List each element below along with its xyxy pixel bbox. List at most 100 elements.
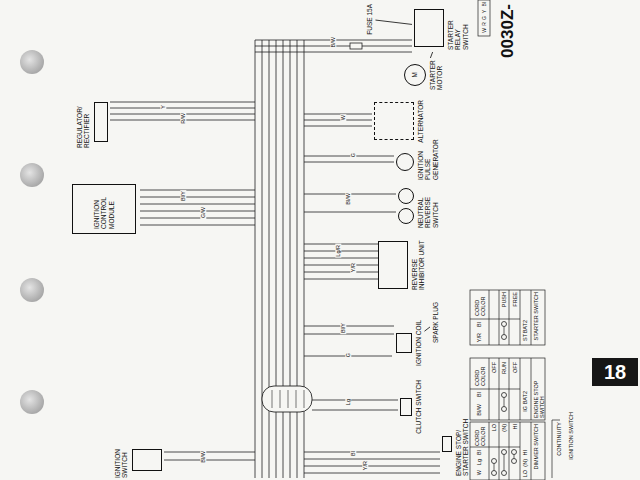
table-text: OFF	[512, 362, 518, 373]
pulse-generator: IGNITION PULSE GENERATOR	[394, 142, 441, 182]
table-text: Bl	[476, 322, 482, 327]
spark-plug: SPARK PLUG	[430, 300, 441, 345]
table-text: Y/R	[476, 333, 482, 342]
clutch-switch: CLUTCH SWITCH	[398, 378, 424, 436]
table-text: IG	[522, 406, 528, 412]
component-name: ENGINE STOP/ STARTER SWITCH	[455, 412, 470, 476]
relay-switch: STARTER RELAY SWITCH	[412, 4, 471, 52]
table-text: Bl	[482, 2, 488, 6]
wire-color: Lg/R	[335, 244, 341, 258]
table-text: G	[482, 16, 488, 20]
wire-color: Bl	[350, 450, 356, 457]
wire-connector	[375, 20, 412, 24]
component-name: IGNITION COIL	[415, 320, 422, 366]
table-text: W	[482, 28, 488, 33]
table-text: Y	[482, 10, 488, 13]
table-text: BAT2	[522, 320, 528, 333]
table-text: OFF	[491, 362, 497, 373]
component-name: IGNITION PULSE GENERATOR	[417, 144, 439, 180]
table-text: (N)	[522, 459, 528, 467]
wire	[110, 40, 440, 478]
component-symbol	[396, 153, 414, 171]
component-name: IGNITION SWITCH	[114, 442, 129, 478]
continuity-table	[470, 290, 560, 480]
table-text: PUSH	[501, 292, 507, 307]
wire-color: W	[340, 114, 346, 121]
component-symbol	[132, 449, 162, 471]
component-name: NEUTRAL REVERSE SWITCH	[417, 184, 439, 228]
ignition-switch: IGNITION SWITCH	[112, 440, 164, 480]
section-tab: 18	[592, 358, 638, 386]
table-text: (N)	[501, 424, 507, 432]
component-name: FUSE 15A	[366, 4, 373, 35]
table-text: R	[482, 22, 488, 26]
component-symbol	[378, 241, 408, 289]
table-text: Bl	[476, 392, 482, 397]
page-code: 0030Z-	[498, 4, 518, 58]
connector-pin	[272, 390, 304, 408]
table-text: Bl/W	[476, 404, 482, 416]
component-symbol	[396, 333, 412, 353]
neutral-reverse-switch: NEUTRAL REVERSE SWITCH	[396, 182, 441, 230]
wire-color: Y/R	[362, 460, 368, 471]
wire-color: G	[350, 152, 356, 158]
alternator: ALTERNATOR	[372, 98, 426, 145]
component-name: SPARK PLUG	[432, 302, 439, 343]
component-name: IGNITION CONTROL MODULE	[93, 189, 115, 229]
table-text: CORD COLOR	[474, 362, 487, 386]
wire-color: Bl/W	[200, 450, 206, 464]
table-text: W	[476, 470, 482, 475]
table-text: FREE	[512, 292, 518, 307]
table-text: LO	[491, 424, 497, 431]
wire-color: Y	[160, 104, 166, 110]
table-text: Bl	[476, 450, 482, 455]
wire-color: G/W	[200, 206, 206, 219]
table-text: BAT2	[522, 391, 528, 404]
component-symbol	[414, 9, 444, 47]
continuity-dot	[492, 322, 517, 476]
connector-symbol	[262, 386, 312, 412]
wire-connector	[424, 327, 430, 331]
wire-color: B/W	[330, 36, 336, 48]
table-text: RUN	[501, 362, 507, 374]
color-code-table	[478, 0, 490, 36]
table-text: ST	[522, 334, 528, 341]
component-symbol	[400, 398, 412, 416]
regulator-rectifier: REGULATOR/ RECTIFIER	[74, 94, 110, 150]
ignition-coil: IGNITION COIL	[394, 318, 424, 368]
wire-color: Bl/W	[345, 192, 351, 206]
table-text: LO	[522, 470, 528, 477]
control-module: IGNITION CONTROL MODULE	[72, 184, 136, 234]
component-name: CLUTCH SWITCH	[415, 380, 422, 434]
wire-color: Bl/Y	[180, 190, 186, 202]
fuse-label: FUSE 15A	[364, 2, 375, 37]
table-text: CORD COLOR	[474, 292, 487, 316]
table-text: HI	[522, 450, 528, 456]
table-text: CONTINUITY	[556, 422, 562, 456]
switch-contact	[398, 208, 414, 224]
wire-color: Y/R	[350, 262, 356, 273]
component-symbol	[94, 102, 108, 142]
component-name: ALTERNATOR	[417, 100, 424, 143]
table-text: ENGINE STOP SWITCH	[533, 360, 546, 418]
engine-stop-switch: ENGINE STOP/ STARTER SWITCH	[440, 410, 472, 478]
wire-color: G	[345, 352, 351, 358]
reverse-inhibitor: REVERSE INHIBITOR UNIT	[376, 238, 428, 292]
table-text: IGNITION SWITCH	[568, 412, 574, 460]
binder-hole	[20, 50, 44, 414]
wire-connector	[430, 52, 432, 58]
starter-motor: MSTARTER MOTOR	[402, 58, 446, 92]
table-text: HI	[512, 424, 518, 430]
table-text: STARTER SWITCH	[533, 292, 539, 340]
table-text: Lg	[476, 459, 482, 465]
table-text: CORD COLOR	[474, 424, 487, 446]
component-name: REVERSE INHIBITOR UNIT	[411, 240, 426, 290]
wire-color: R/W	[180, 112, 186, 125]
component-name: REGULATOR/ RECTIFIER	[76, 96, 91, 148]
fuse-symbol	[350, 43, 362, 49]
wire-color: Lg	[345, 398, 351, 406]
component-symbol: M	[404, 64, 426, 86]
wire-color: Bl/Y	[340, 322, 346, 334]
table-text: DIMMER SWITCH	[533, 424, 539, 470]
